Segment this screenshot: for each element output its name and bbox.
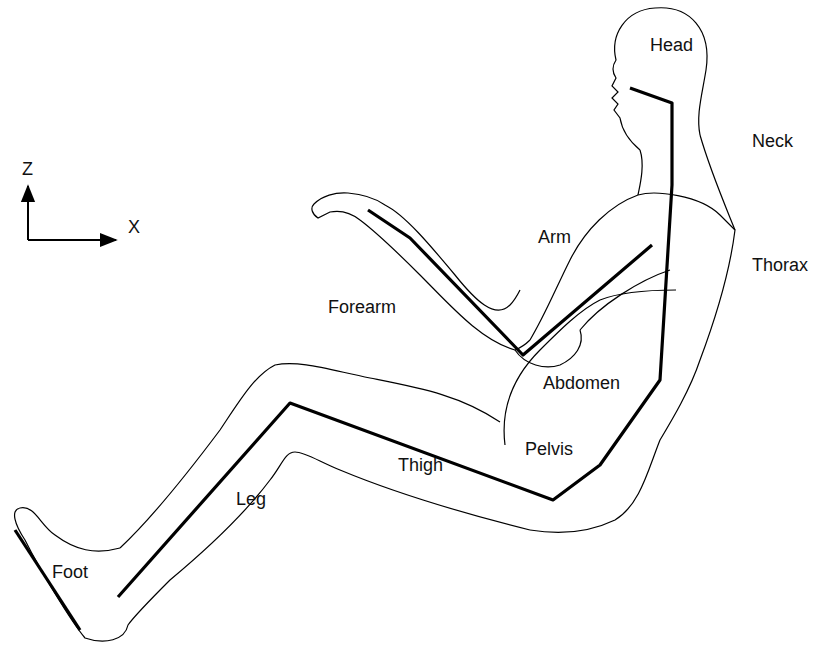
segment-label: Neck (752, 132, 793, 152)
segment-label: Thorax (752, 256, 808, 276)
segment-label: Thigh (398, 456, 443, 476)
segment-label: Leg (236, 490, 266, 510)
segment-label: Forearm (328, 298, 396, 318)
segment-label: Pelvis (525, 440, 573, 460)
segment-label: Abdomen (543, 374, 620, 394)
axis-label: X (128, 218, 140, 238)
segment-label: Head (650, 36, 693, 56)
segment-label: Arm (538, 228, 571, 248)
axis-arrows (28, 186, 116, 240)
body-outline (15, 8, 735, 641)
segment-links (15, 88, 672, 630)
axis-label: Z (22, 160, 33, 180)
segment-label: Foot (52, 563, 88, 583)
